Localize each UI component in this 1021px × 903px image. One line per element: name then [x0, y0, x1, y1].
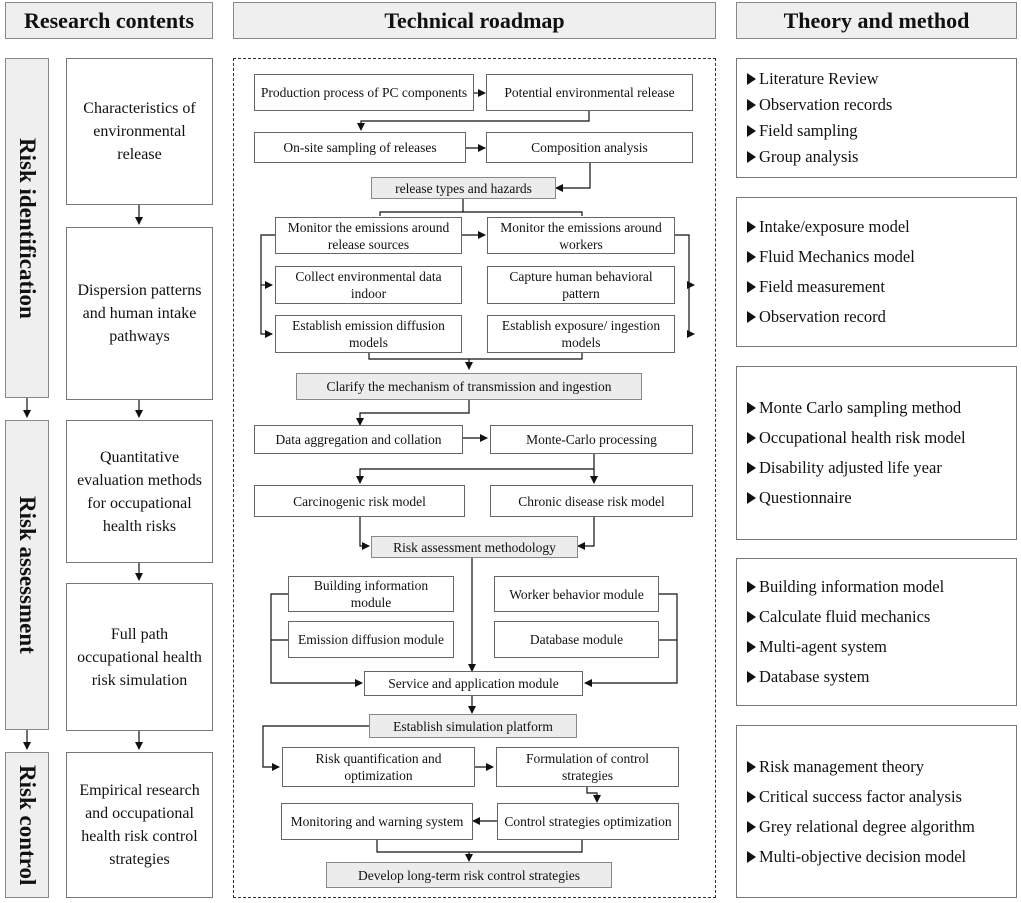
node-risk-quantification: Risk quantification and optimization: [282, 747, 475, 787]
content-control-strategies: Empirical research and occupational heal…: [66, 752, 213, 898]
arrow-bullet-icon: [747, 581, 756, 593]
method-item: Field sampling: [747, 118, 1016, 144]
arrow-bullet-icon: [747, 671, 756, 683]
node-diffusion-models: Establish emission diffusion models: [275, 315, 462, 353]
arrow-bullet-icon: [747, 611, 756, 623]
arrow-bullet-icon: [747, 760, 756, 773]
node-strategies-optimization: Control strategies optimization: [497, 803, 679, 840]
node-monitor-workers: Monitor the emissions around workers: [487, 217, 675, 254]
method-item: Multi-agent system: [747, 632, 1016, 662]
arrow-bullet-icon: [747, 492, 756, 504]
theory-method-header: Theory and method: [736, 2, 1017, 39]
node-service-module: Service and application module: [364, 671, 583, 696]
node-release-types: release types and hazards: [371, 177, 556, 199]
arrow-bullet-icon: [747, 311, 756, 323]
arrow-bullet-icon: [747, 73, 756, 85]
arrow-bullet-icon: [747, 402, 756, 414]
phase-risk-identification: Risk identification: [5, 58, 49, 398]
technical-roadmap-header: Technical roadmap: [233, 2, 716, 39]
phase-risk-control: Risk control: [5, 752, 49, 898]
method-item: Disability adjusted life year: [747, 453, 1016, 483]
node-monitor-sources: Monitor the emissions around release sou…: [275, 217, 462, 254]
methods-box-2: Intake/exposure model Fluid Mechanics mo…: [736, 197, 1017, 347]
node-chronic-model: Chronic disease risk model: [490, 485, 693, 517]
arrow-bullet-icon: [747, 850, 756, 863]
method-item: Intake/exposure model: [747, 212, 1016, 242]
arrow-bullet-icon: [747, 99, 756, 111]
node-formulation-strategies: Formulation of control strategies: [496, 747, 679, 787]
arrow-bullet-icon: [747, 432, 756, 444]
node-pc-production-process: Production process of PC components: [254, 74, 474, 111]
arrow-bullet-icon: [747, 151, 756, 163]
method-item: Multi-objective decision model: [747, 842, 1016, 872]
node-exposure-models: Establish exposure/ ingestion models: [487, 315, 675, 353]
node-carcinogenic-model: Carcinogenic risk model: [254, 485, 465, 517]
method-item: Observation records: [747, 92, 1016, 118]
arrow-bullet-icon: [747, 221, 756, 233]
arrow-bullet-icon: [747, 641, 756, 653]
node-potential-release: Potential environmental release: [486, 74, 693, 111]
method-item: Critical success factor analysis: [747, 782, 1016, 812]
node-composition-analysis: Composition analysis: [486, 132, 693, 163]
node-behavioral-pattern: Capture human behavioral pattern: [487, 266, 675, 304]
node-risk-assessment-methodology: Risk assessment methodology: [371, 536, 578, 558]
roadmap-frame: [233, 58, 716, 898]
arrow-bullet-icon: [747, 281, 756, 293]
arrow-bullet-icon: [747, 462, 756, 474]
method-item: Observation record: [747, 302, 1016, 332]
method-item: Field measurement: [747, 272, 1016, 302]
node-worker-module: Worker behavior module: [494, 576, 659, 612]
arrow-bullet-icon: [747, 820, 756, 833]
node-monte-carlo: Monte-Carlo processing: [490, 425, 693, 454]
content-dispersion-patterns: Dispersion patterns and human intake pat…: [66, 227, 213, 400]
method-item: Monte Carlo sampling method: [747, 393, 1016, 423]
node-database-module: Database module: [494, 621, 659, 658]
node-long-term-strategies: Develop long-term risk control strategie…: [326, 862, 612, 888]
content-quantitative-evaluation: Quantitative evaluation methods for occu…: [66, 420, 213, 563]
method-item: Group analysis: [747, 144, 1016, 170]
method-item: Database system: [747, 662, 1016, 692]
method-item: Questionnaire: [747, 483, 1016, 513]
methods-box-4: Building information model Calculate flu…: [736, 558, 1017, 706]
methods-box-1: Literature Review Observation records Fi…: [736, 58, 1017, 178]
method-item: Calculate fluid mechanics: [747, 602, 1016, 632]
node-diffusion-module: Emission diffusion module: [288, 621, 454, 658]
method-item: Occupational health risk model: [747, 423, 1016, 453]
method-item: Fluid Mechanics model: [747, 242, 1016, 272]
node-data-aggregation: Data aggregation and collation: [254, 425, 463, 454]
method-item: Literature Review: [747, 66, 1016, 92]
research-contents-header: Research contents: [5, 2, 213, 39]
content-environmental-release: Characteristics of environmental release: [66, 58, 213, 205]
node-monitoring-warning: Monitoring and warning system: [281, 803, 473, 840]
node-building-module: Building information module: [288, 576, 454, 612]
node-onsite-sampling: On-site sampling of releases: [254, 132, 466, 163]
methods-box-3: Monte Carlo sampling method Occupational…: [736, 366, 1017, 540]
methods-box-5: Risk management theory Critical success …: [736, 725, 1017, 898]
arrow-bullet-icon: [747, 251, 756, 263]
node-clarify-mechanism: Clarify the mechanism of transmission an…: [296, 373, 642, 400]
arrow-bullet-icon: [747, 125, 756, 137]
node-simulation-platform: Establish simulation platform: [369, 714, 577, 738]
method-item: Risk management theory: [747, 752, 1016, 782]
content-risk-simulation: Full path occupational health risk simul…: [66, 583, 213, 731]
node-environmental-data: Collect environmental data indoor: [275, 266, 462, 304]
arrow-bullet-icon: [747, 790, 756, 803]
method-item: Grey relational degree algorithm: [747, 812, 1016, 842]
method-item: Building information model: [747, 572, 1016, 602]
phase-risk-assessment: Risk assessment: [5, 420, 49, 730]
